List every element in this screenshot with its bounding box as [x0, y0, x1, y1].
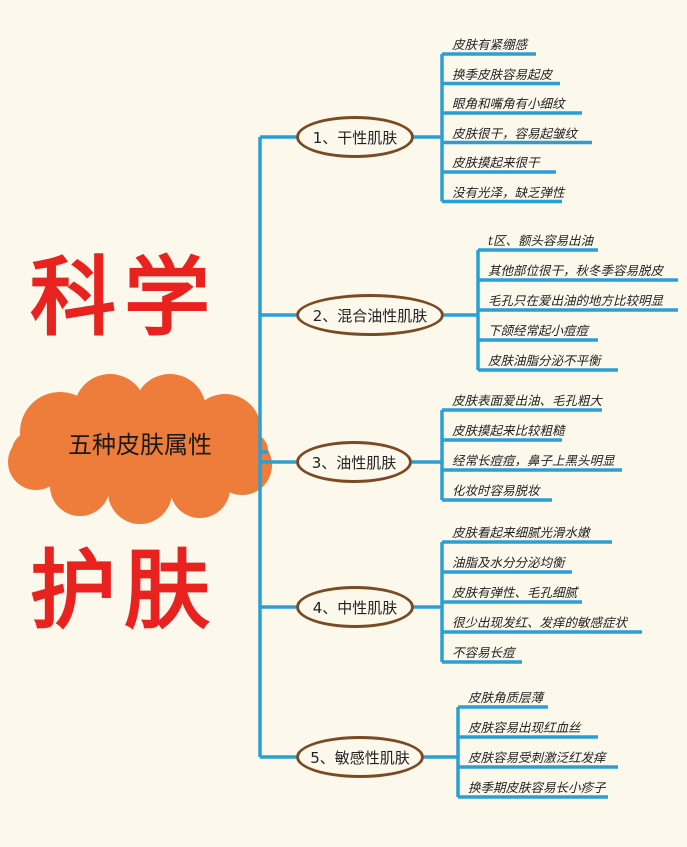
branch-node-3: 3、油性肌肤 [296, 441, 412, 483]
title-top: 科学 [30, 248, 218, 348]
leaf-item: 皮肤容易受刺激泛红发痒 [468, 750, 606, 765]
leaf-item: 皮肤看起来细腻光滑水嫩 [452, 525, 590, 540]
leaf-item: 眼角和嘴角有小细纹 [452, 96, 565, 111]
leaf-item: t区、额头容易出油 [488, 233, 594, 248]
leaf-item: 其他部位很干，秋冬季容易脱皮 [488, 263, 664, 278]
center-topic: 五种皮肤属性 [68, 431, 212, 459]
leaf-item: 下颌经常起小痘痘 [488, 323, 589, 338]
connector-lines [258, 52, 678, 799]
leaf-item: 皮肤有紧绷感 [452, 37, 528, 52]
branch-node-2: 2、混合油性肌肤 [296, 294, 444, 336]
leaf-item: 不容易长痘 [452, 645, 515, 660]
branch-node-1: 1、干性肌肤 [296, 116, 414, 158]
branch-node-5: 5、敏感性肌肤 [296, 736, 424, 778]
leaf-item: 皮肤油脂分泌不平衡 [488, 353, 601, 368]
leaf-item: 很少出现发红、发痒的敏感症状 [452, 615, 628, 630]
leaf-item: 皮肤摸起来很干 [452, 155, 540, 170]
leaf-item: 皮肤表面爱出油、毛孔粗大 [452, 393, 603, 408]
leaf-item: 换季皮肤容易起皮 [452, 66, 553, 82]
leaf-item: 皮肤容易出现红血丝 [468, 720, 581, 735]
leaf-item: 换季期皮肤容易长小疹子 [468, 780, 606, 795]
leaf-item: 皮肤角质层薄 [468, 690, 544, 705]
leaf-item: 皮肤有弹性、毛孔细腻 [452, 585, 578, 600]
leaf-item: 化妆时容易脱妆 [452, 483, 540, 498]
leaf-item: 没有光泽，缺乏弹性 [452, 184, 565, 200]
center-cloud [8, 374, 272, 524]
leaf-item: 皮肤很干，容易起皱纹 [452, 125, 578, 141]
branch-node-4: 4、中性肌肤 [296, 586, 414, 628]
title-bottom: 护肤 [30, 541, 218, 641]
leaf-item: 毛孔只在爱出油的地方比较明显 [488, 293, 664, 308]
leaf-item: 经常长痘痘，鼻子上黑头明显 [452, 453, 615, 468]
leaf-item: 油脂及水分分泌均衡 [452, 555, 565, 570]
leaf-item: 皮肤摸起来比较粗糙 [452, 423, 565, 438]
